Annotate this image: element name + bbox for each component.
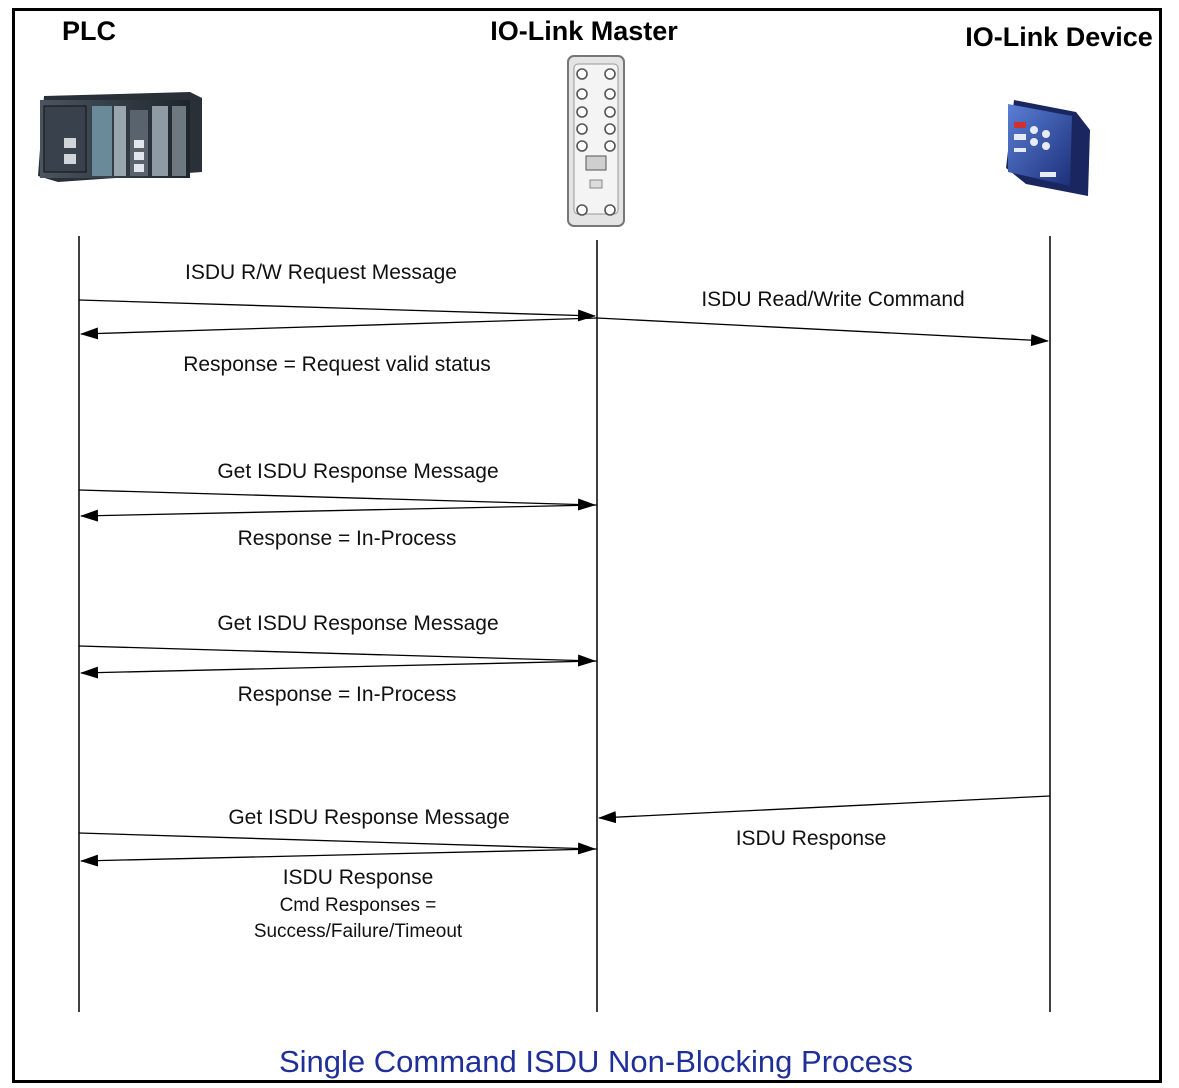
diagram-caption: Single Command ISDU Non-Blocking Process: [279, 1044, 913, 1079]
response-inprocess-arrow-1: [80, 504, 598, 522]
isdu-rw-request-label: ISDU R/W Request Message: [185, 261, 457, 284]
isdu-response-device-label: ISDU Response: [736, 827, 887, 850]
isdu-rw-request-arrow: [78, 299, 596, 322]
isdu-response-final-label: ISDU Response: [283, 866, 434, 889]
cmd-responses-label: Cmd Responses =: [280, 895, 437, 916]
get-response-arrow-2: [78, 645, 596, 667]
response-inprocess-label-2: Response = In-Process: [238, 683, 457, 706]
get-response-arrow-3: [78, 832, 596, 855]
get-response-label-1: Get ISDU Response Message: [217, 460, 498, 483]
get-response-label-3: Get ISDU Response Message: [228, 806, 509, 829]
isdu-response-device-arrow: [598, 795, 1051, 824]
actor-device-name: IO-Link Device: [965, 22, 1153, 52]
isdu-rw-command-label: ISDU Read/Write Command: [701, 288, 964, 311]
response-valid-arrow: [80, 317, 598, 340]
actor-plc-name: PLC: [62, 16, 116, 46]
isdu-response-final-arrow: [80, 848, 598, 867]
io-link-master-module-icon: [567, 55, 625, 227]
get-response-arrow-1: [78, 489, 596, 511]
response-inprocess-label-1: Response = In-Process: [238, 527, 457, 550]
plc-rack-icon: [38, 92, 202, 182]
response-valid-label: Response = Request valid status: [183, 353, 491, 376]
isdu-rw-command-arrow: [596, 317, 1049, 347]
actor-master-name: IO-Link Master: [490, 16, 678, 46]
cmd-outcomes-label: Success/Failure/Timeout: [254, 921, 463, 942]
io-link-device-icon: [1006, 100, 1090, 196]
response-inprocess-arrow-2: [80, 660, 598, 679]
get-response-label-2: Get ISDU Response Message: [217, 612, 498, 635]
